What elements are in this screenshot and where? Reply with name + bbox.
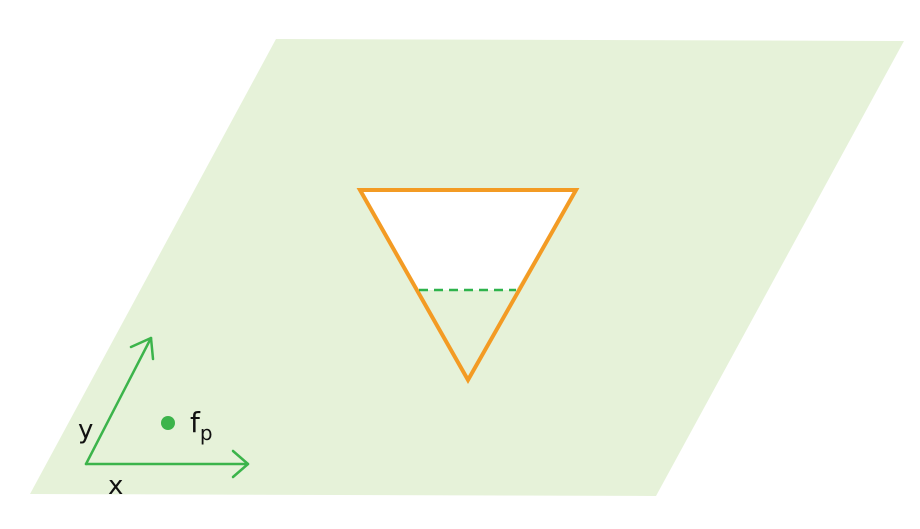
- point-fp: [161, 416, 175, 430]
- triangle: [356, 188, 580, 385]
- y-axis-arrowhead: [129, 336, 155, 361]
- y-axis-line: [84, 336, 153, 466]
- x-axis-arrowhead: [231, 449, 250, 479]
- point-fp-label-base: f: [190, 406, 201, 439]
- point-fp-label-subscript: p: [200, 421, 213, 445]
- y-axis-label: y: [78, 415, 93, 445]
- coordinate-axes: [84, 336, 250, 479]
- x-axis-label: x: [108, 471, 123, 501]
- triangle-white-region: [360, 190, 576, 290]
- point-fp-label: fp: [190, 406, 213, 445]
